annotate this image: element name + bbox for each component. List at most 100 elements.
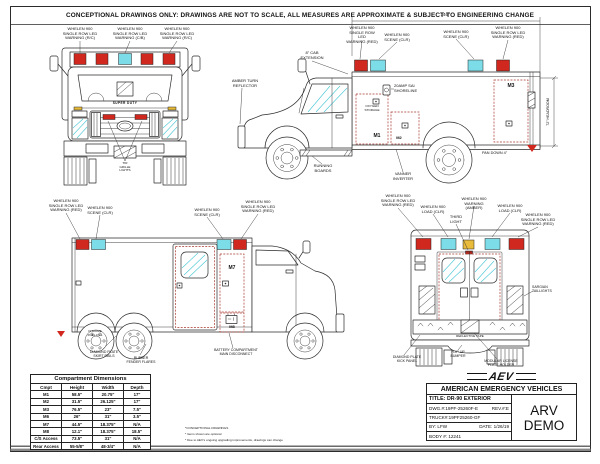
label-front-warning-center: WHELEN 900 SINGLE ROW LED WARNING (C/B) [112,26,148,41]
label-oxygen-storage: OXYGEN STORAGE [364,104,380,112]
compartment-m7: M7 [228,265,236,271]
label-shoreline: 20AMP SAI SHORELINE [394,83,418,93]
label-fender-flares: RUBBER FENDER FLARES [126,355,156,364]
footnote: * Due to AEV's ongoing upgrading improve… [185,437,283,442]
label-front-warning-right: WHELEN 900 SINGLE ROW LED WARNING (R/C) [159,26,195,41]
label-third-light: THIRD LIGHT [449,214,463,224]
cell: 3.5" [123,412,151,421]
demo-label: ARV DEMO [523,402,565,433]
cell: 31" [92,434,124,444]
label-taillights: SARGIAN TAILLIGHTS [532,285,552,294]
cell: 44.5" [61,419,93,429]
cell: N/A [123,441,151,451]
title-block: AEV AMERICAN EMERGENCY VEHICLES TITLE: D… [426,370,577,442]
label-fuel-fill: CHROME FUEL FILL [87,329,103,337]
cell: 26" [61,412,93,421]
table-title: Compartment Dimensions [30,374,151,384]
label-cab-extension: 8" CAB EXTENSION [300,50,324,60]
cell: C/S Access [30,434,62,444]
cell: M1 [30,390,62,399]
dim-headroom: 72" HEADROOM [546,98,550,126]
cell: N/A [123,419,151,429]
cell: 20.75" [92,390,124,399]
cell: 12.1" [61,427,93,436]
label-curb-warning-front: WHELEN 900 SINGLE ROW LED WARNING (RED) [346,25,378,44]
label-driver-scene-rear: WHELEN 900 SCENE (CLR) [87,205,113,215]
label-front-warning-left: WHELEN 900 SINGLE ROW LED WARNING (R/C) [62,26,98,41]
footnote: * Items shown are optional [185,431,222,436]
footnotes: *CONCEPTIONAL DRAWINGS * Items shown are… [185,426,283,444]
label-battery-disconnect: BATTERY COMPARTMENT MAIN DISCONNECT [214,348,258,357]
label-rear-load-left: WHELEN 900 LOAD (CLR) [420,204,446,214]
aev-logo: AEV [426,370,577,383]
label-inverter: VANNER INVERTER [392,171,414,181]
footnote: *CONCEPTIONAL DRAWINGS [185,426,229,430]
front-view-drawing [49,40,201,186]
label-amber-turn-reflector: AMBER TURN REFLECTOR [231,78,259,88]
company-name: AMERICAN EMERGENCY VEHICLES [426,383,577,396]
cell: M8 [30,427,62,436]
cell: 23" [92,405,124,414]
label-curb-scene-rear: WHELEN 900 SCENE (CLR) [443,29,469,39]
dwg-row: DWG.#:19PF-25260F-E REV.#:E [427,404,511,414]
cell: 17" [123,397,151,407]
col-header: Height [61,382,93,392]
col-header: Depth [123,382,151,392]
cell: 17" [123,390,151,399]
cell: M7 [30,419,62,429]
label-rear-warning-amber: WHELEN 900 WARNING (AMBER) [461,196,487,211]
label-flip-up-bumper: FLIP-UP BUMPER [450,350,466,359]
cell: 18.375" [92,419,124,429]
label-pan-down: PAN DOWN 4" [482,150,508,155]
compartment-m3: M3 [507,83,515,89]
cell: 26.125" [92,397,124,407]
truck-number: TRUCK#:19PF25260-GF [427,414,511,423]
cell: 73.5" [61,434,93,444]
table-header-row: Cmpt Height Width Depth [30,382,151,392]
drawing-title: TITLE: DR-90 EXTERIOR [427,395,511,405]
compartment-m1: M1 [373,133,381,139]
driver-side-view-drawing [57,212,345,360]
cell: 48-3/4" [92,441,124,451]
label-curb-scene-front: WHELEN 900 SCENE (CLR) [384,32,410,42]
cell: 7.5" [123,405,151,414]
curb-side-view-drawing [237,17,558,184]
label-curb-warning-rear: WHELEN 900 SINGLE ROW LED WARNING (RED) [490,25,526,40]
label-reflective-tape: REFLECTIVE TAPE [456,333,484,338]
label-kick-panel: DIAMOND PLATE KICK PANEL [392,355,422,364]
cell: 76.5" [61,405,93,414]
label-rear-load-right: WHELEN 900 LOAD (CLR) [497,203,523,213]
title-block-grid: TITLE: DR-90 EXTERIOR DWG.#:19PF-25260F-… [426,395,577,442]
hood-text: SUPER DUTY [112,100,138,105]
drawing-date: DATE: 1/26/19 [479,424,509,430]
label-driver-warning-rear: WHELEN 900 SINGLE ROW LED WARNING (RED) [48,198,84,213]
label-license-plate: MODULAR LICENSE PLATE HOLDER [484,359,518,368]
cell: N/A [123,434,151,444]
compartment-m8: M8 [229,323,235,329]
logo-text: AEV [488,370,515,383]
cell: M6 [30,412,62,421]
label-running-boards: RUNNING BOARDS [313,163,333,173]
label-rear-warning-left: WHELEN 900 SINGLE ROW LED WARNING (RED) [380,193,416,208]
label-rear-warning-right: WHELEN 900 SINGLE ROW LED WARNING (RED) [520,212,556,227]
cell: M3 [30,405,62,414]
label-driver-warning-front: WHELEN 900 SINGLE ROW LED WARNING (RED) [240,199,276,214]
cell: 58.5" [61,390,93,399]
label-grille-lights: TIR GRILLE LIGHTS [119,161,131,173]
cell: 18.375" [92,427,124,436]
drawn-by: BY: LFW [429,424,448,430]
cell: 31" [92,412,124,421]
label-skirt-rails: DIAMOND PLATE SKIRT RAILS [89,350,119,359]
banner-note: CONCEPTIONAL DRAWINGS ONLY: DRAWINGS ARE… [65,11,535,19]
dim-length: 146" [440,11,450,17]
col-header: Width [92,382,124,392]
cell: M2 [30,397,62,407]
compartment-dimensions-table: Compartment Dimensions Cmpt Height Width… [30,374,151,451]
